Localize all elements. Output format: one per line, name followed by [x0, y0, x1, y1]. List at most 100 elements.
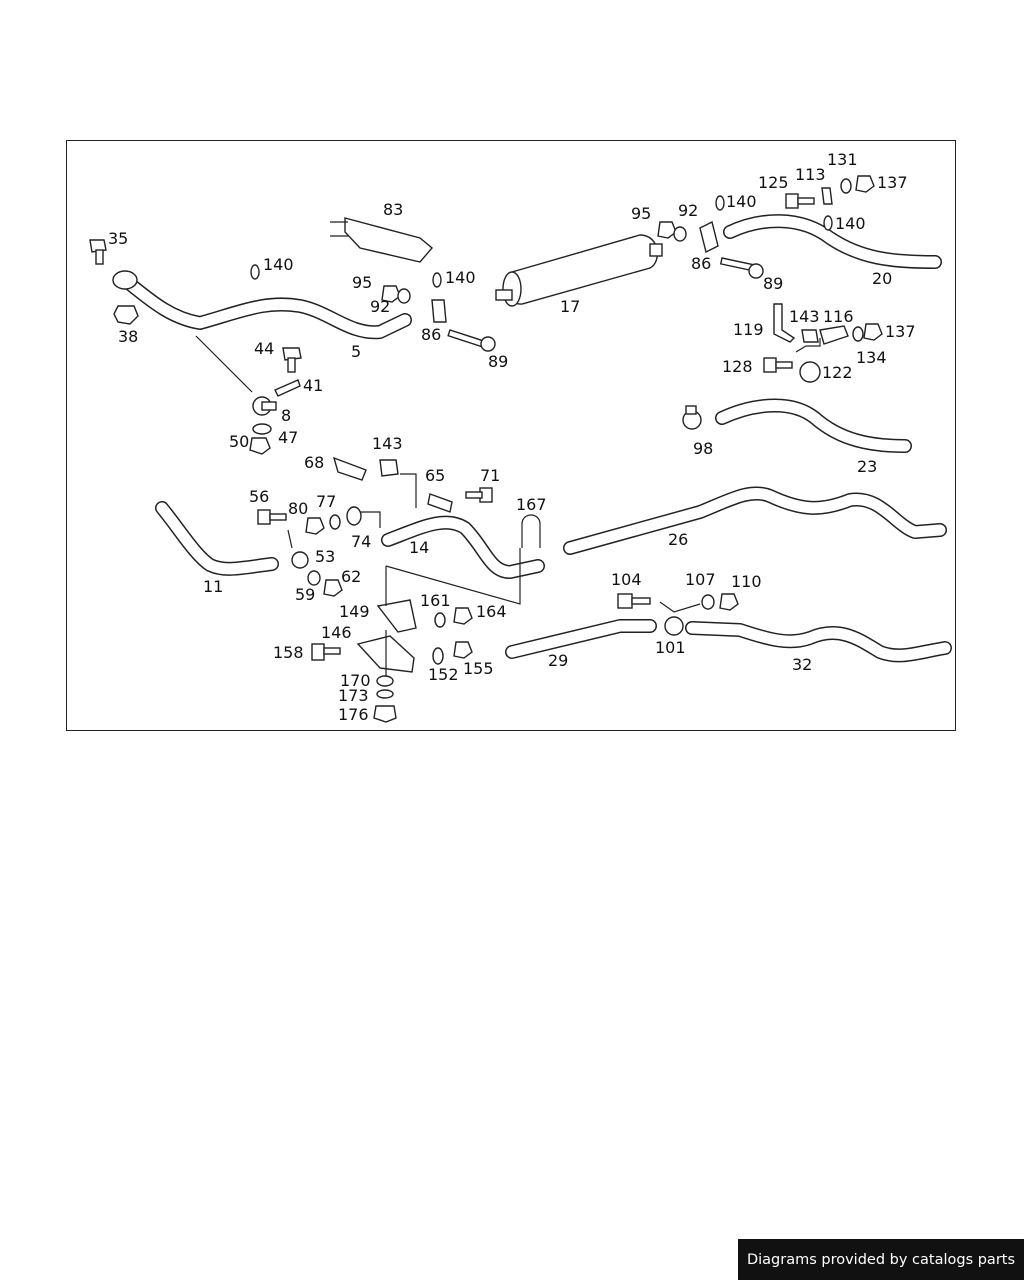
washer-107-icon: [701, 594, 715, 610]
part-label-29: 29: [548, 651, 568, 670]
part-label-122: 122: [822, 363, 853, 382]
part-label-14: 14: [409, 538, 429, 557]
nut-95b-icon: [657, 221, 677, 239]
part-label-125: 125: [758, 173, 789, 192]
washer-140a-icon: [250, 264, 260, 280]
part-label-131: 131: [827, 150, 858, 169]
part-label-20: 20: [872, 269, 892, 288]
bolt-128-icon: [763, 357, 793, 373]
washer-140b-icon: [432, 272, 442, 288]
part-label-53: 53: [315, 547, 335, 566]
part-label-143b: 143: [372, 434, 403, 453]
part-label-143a: 143: [789, 307, 820, 326]
nut-164-icon: [453, 607, 473, 625]
washer-152-icon: [432, 647, 444, 665]
part-label-11: 11: [203, 577, 223, 596]
leader-lines: [195, 335, 821, 676]
part-label-137b: 137: [885, 322, 916, 341]
part-label-140c: 140: [726, 192, 757, 211]
part-label-155: 155: [463, 659, 494, 678]
part-label-47: 47: [278, 428, 298, 447]
part-label-95a: 95: [352, 273, 372, 292]
part-label-167: 167: [516, 495, 547, 514]
part-label-170: 170: [340, 671, 371, 690]
nut-176-icon: [373, 705, 397, 723]
nut-110-icon: [719, 593, 739, 611]
clip-41-icon: [274, 379, 301, 397]
part-label-176: 176: [338, 705, 369, 724]
part-label-50: 50: [229, 432, 249, 451]
washer-59-icon: [307, 570, 321, 586]
part-label-140d: 140: [835, 214, 866, 233]
part-label-92a: 92: [370, 297, 390, 316]
nut-80-icon: [305, 517, 325, 535]
clamp-86a-icon: [431, 299, 447, 323]
part-label-92b: 92: [678, 201, 698, 220]
part-label-8: 8: [281, 406, 291, 425]
clip-113-icon: [821, 187, 833, 205]
part-label-80: 80: [288, 499, 308, 518]
bolt-56-icon: [257, 509, 287, 525]
part-label-101: 101: [655, 638, 686, 657]
part-label-44: 44: [254, 339, 274, 358]
nut-50-icon: [249, 437, 271, 455]
bolt-89b-icon: [719, 257, 764, 279]
part-label-86b: 86: [691, 254, 711, 273]
part-label-41: 41: [303, 376, 323, 395]
part-label-137a: 137: [877, 173, 908, 192]
clamp-122-icon: [799, 361, 821, 383]
bracket-83: [330, 217, 433, 263]
footer-badge: Diagrams provided by catalogs parts: [738, 1239, 1024, 1280]
part-label-110: 110: [731, 572, 762, 591]
bracket-119-icon: [773, 303, 796, 343]
part-label-128: 128: [722, 357, 753, 376]
washer-161-icon: [434, 612, 446, 628]
part-label-77: 77: [316, 492, 336, 511]
pipe-23: [715, 398, 912, 453]
part-label-59: 59: [295, 585, 315, 604]
part-label-104: 104: [611, 570, 642, 589]
pipe-29: [505, 619, 657, 659]
part-label-173: 173: [338, 686, 369, 705]
bolt-104-icon: [617, 593, 651, 609]
clamp-101-icon: [664, 616, 684, 636]
clamp-98-icon: [682, 405, 702, 430]
part-label-107: 107: [685, 570, 716, 589]
washer-170-icon: [376, 675, 394, 687]
part-label-89a: 89: [488, 352, 508, 371]
clamp-8-icon: [252, 396, 277, 416]
bolt-35-icon: [89, 239, 107, 265]
part-label-38: 38: [118, 327, 138, 346]
part-label-89b: 89: [763, 274, 783, 293]
clamp-53-icon: [291, 551, 309, 569]
part-label-134: 134: [856, 348, 887, 367]
part-label-35: 35: [108, 229, 128, 248]
bracket-149-icon: [376, 599, 417, 633]
part-label-86a: 86: [421, 325, 441, 344]
pipe-5: [118, 273, 412, 340]
part-label-164: 164: [476, 602, 507, 621]
pipe-20: [723, 214, 942, 269]
part-label-98: 98: [693, 439, 713, 458]
part-label-32: 32: [792, 655, 812, 674]
nut-95a-icon: [381, 285, 401, 303]
part-label-116: 116: [823, 307, 854, 326]
bolt-89a-icon: [447, 329, 496, 352]
part-label-23: 23: [857, 457, 877, 476]
part-label-71: 71: [480, 466, 500, 485]
part-label-17: 17: [560, 297, 580, 316]
flange-icon: [112, 270, 138, 290]
washer-92a-icon: [397, 288, 411, 304]
part-label-146: 146: [321, 623, 352, 642]
washer-74-icon: [346, 506, 362, 526]
bolt-125-icon: [785, 193, 815, 209]
part-label-140b: 140: [445, 268, 476, 287]
washer-92b-icon: [673, 226, 687, 242]
pipe-14: [381, 515, 545, 579]
part-label-140a: 140: [263, 255, 294, 274]
nut-62-icon: [323, 579, 343, 597]
bolt-71-icon: [465, 487, 493, 503]
bracket-68-icon: [332, 456, 367, 481]
